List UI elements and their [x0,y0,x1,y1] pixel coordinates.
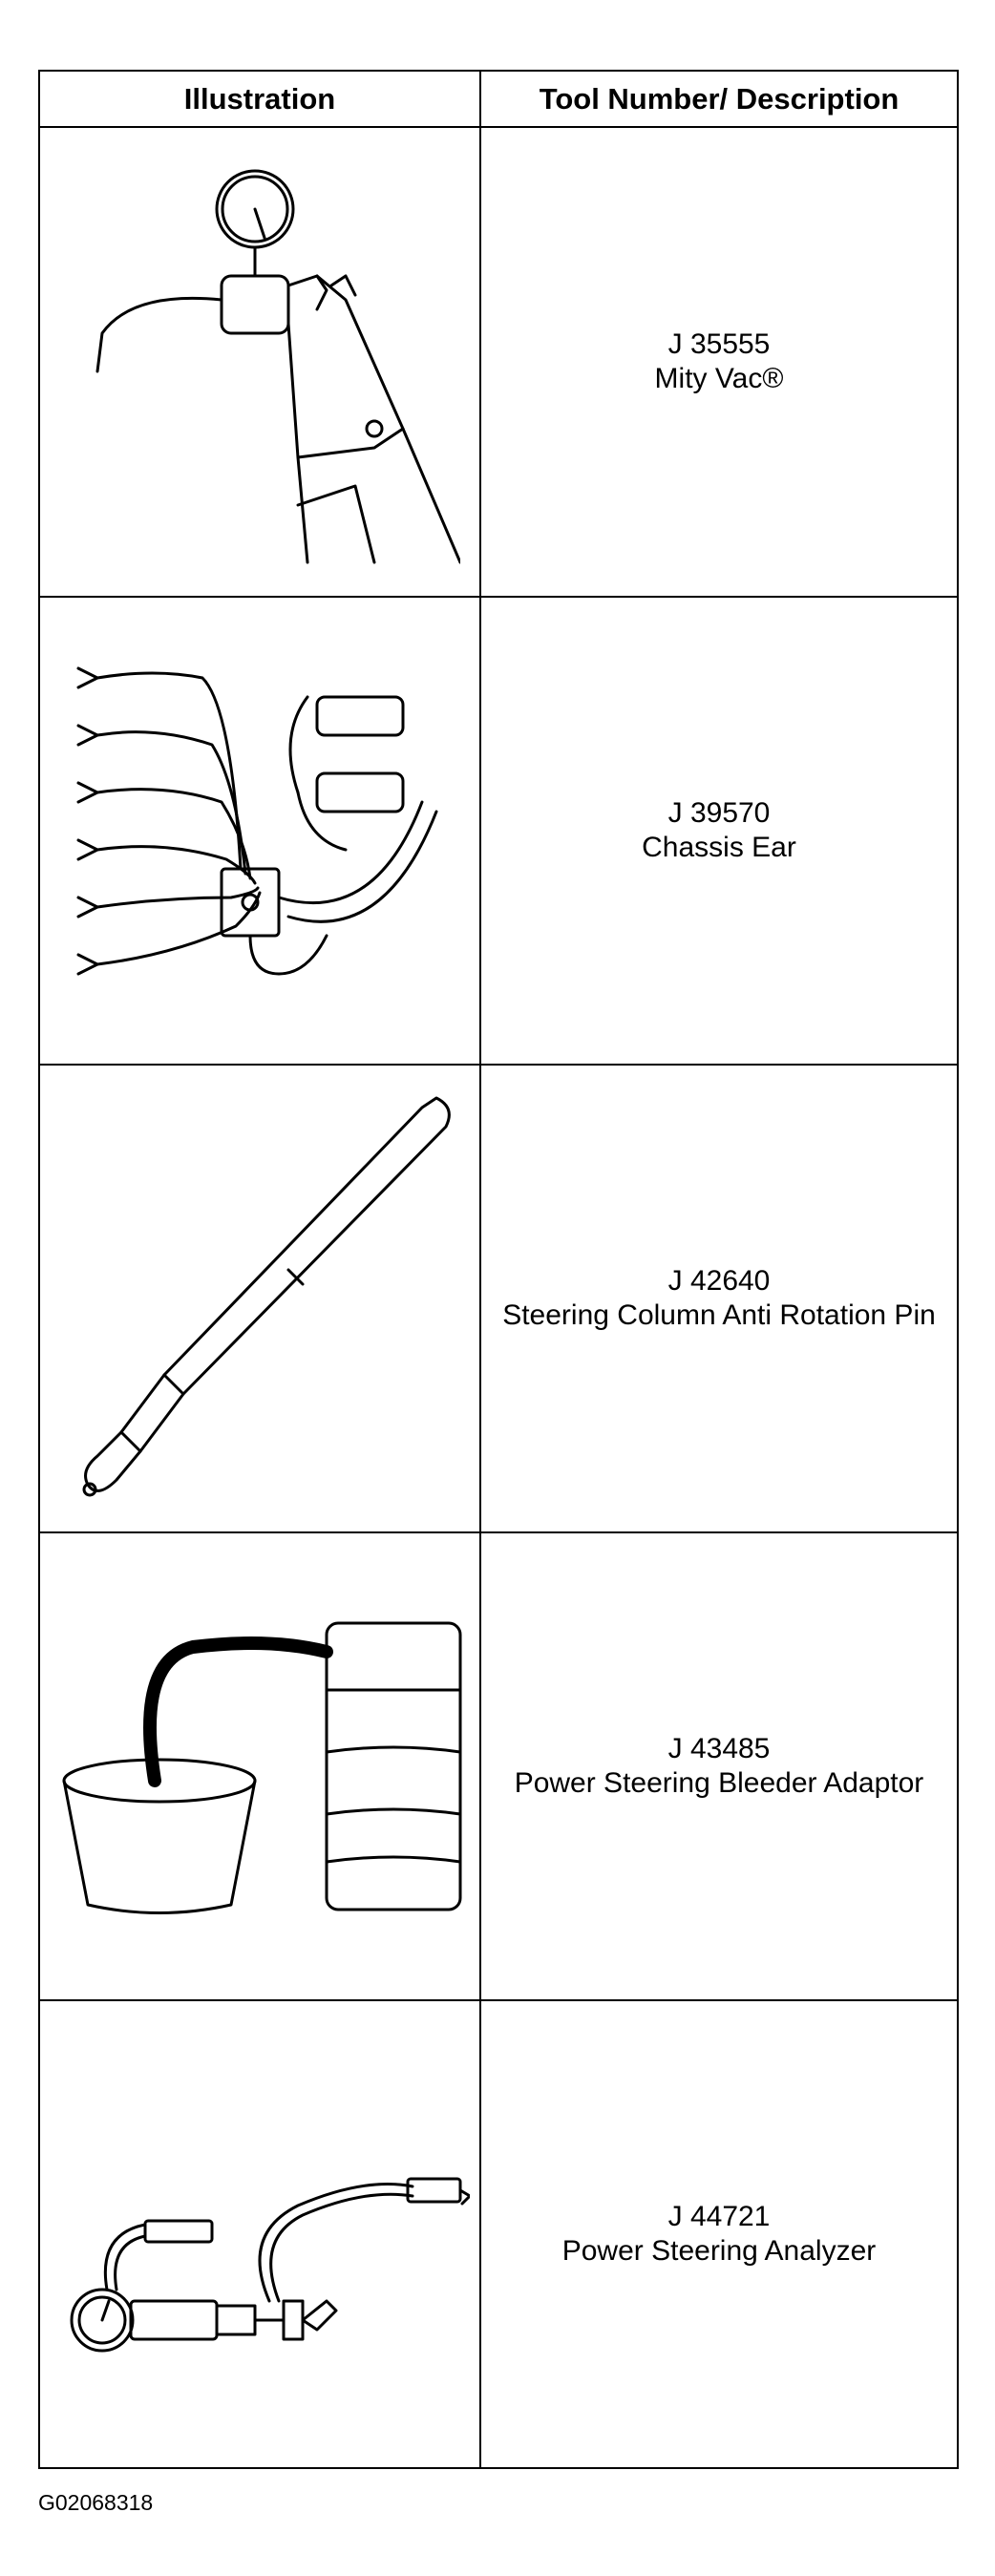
tool-name: Power Steering Bleeder Adaptor [514,1767,924,1799]
description-cell: J 39570 Chassis Ear [479,596,959,1066]
table-row: J 35555 Mity Vac® [38,126,959,598]
table-row: J 44721 Power Steering Analyzer [38,1999,959,2469]
table-row: J 39570 Chassis Ear [38,596,959,1066]
vacuum-pump-icon [59,142,460,581]
power-steering-analyzer-icon [50,2015,470,2454]
tool-number: J 42640 [667,1265,771,1297]
table-header-row: Illustration Tool Number/ Description [38,70,959,128]
tool-name: Steering Column Anti Rotation Pin [502,1299,936,1331]
table-row: J 43485 Power Steering Bleeder Adaptor [38,1531,959,2001]
chassis-ear-icon [59,611,460,1050]
special-tools-table: Illustration Tool Number/ Description [38,70,959,2469]
illustration-cell [38,1999,481,2469]
description-cell: J 43485 Power Steering Bleeder Adaptor [479,1531,959,2001]
table-row: J 42640 Steering Column Anti Rotation Pi… [38,1064,959,1533]
illustration-cell [38,126,481,598]
description-cell: J 42640 Steering Column Anti Rotation Pi… [479,1064,959,1533]
tool-number: J 44721 [667,2201,771,2232]
tool-number: J 43485 [667,1733,771,1764]
tool-name: Power Steering Analyzer [561,2235,877,2267]
tool-table-container: Illustration Tool Number/ Description [38,70,959,2469]
illustration-column-header: Illustration [38,70,481,128]
tool-number: J 39570 [667,797,771,829]
description-cell: J 35555 Mity Vac® [479,126,959,598]
anti-rotation-pin-icon [59,1079,460,1518]
illustration-cell [38,1064,481,1533]
tool-name: Chassis Ear [642,832,796,863]
tool-name: Mity Vac® [654,363,784,394]
tool-number: J 35555 [667,328,771,360]
figure-id: G02068318 [38,2490,154,2515]
description-column-header: Tool Number/ Description [479,70,959,128]
description-cell: J 44721 Power Steering Analyzer [479,1999,959,2469]
bleeder-adaptor-icon [50,1547,470,1986]
illustration-cell [38,596,481,1066]
illustration-cell [38,1531,481,2001]
